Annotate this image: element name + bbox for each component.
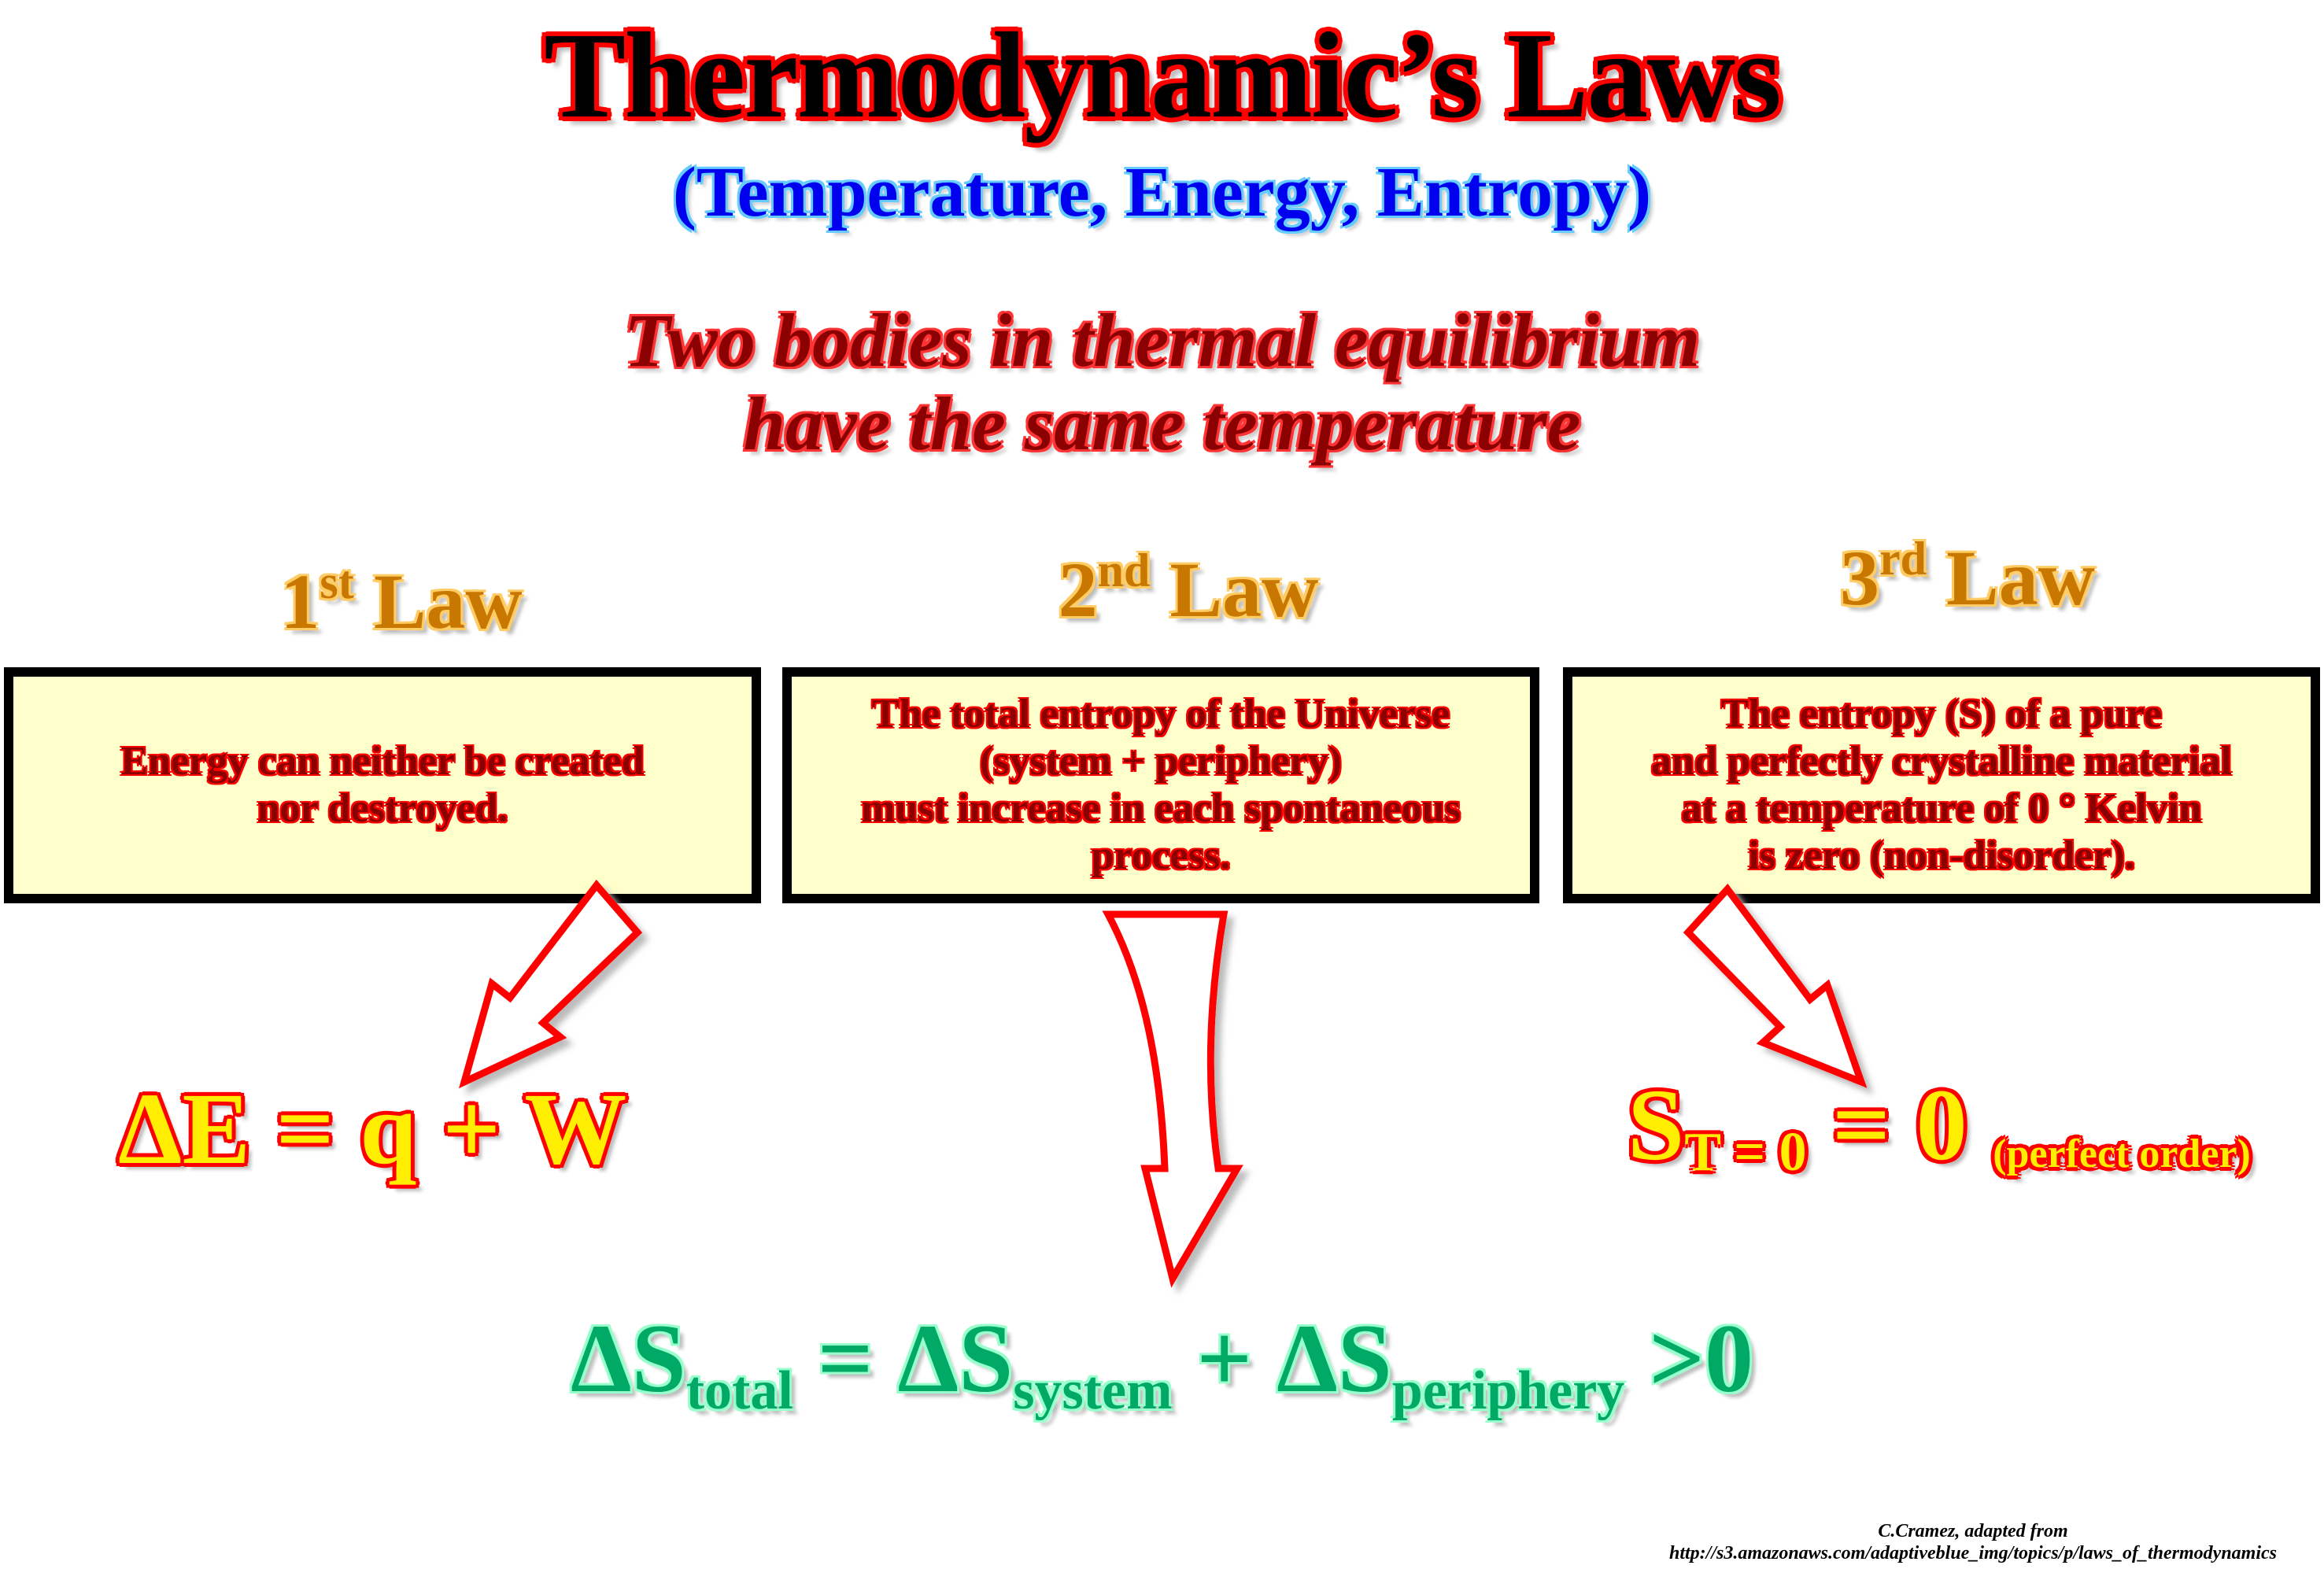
system-subscript: system	[1013, 1360, 1173, 1421]
zeroth-law-line-1: Two bodies in thermal equilibrium	[623, 298, 1701, 382]
periphery-subscript: periphery	[1391, 1360, 1625, 1421]
third-law-formula: ST = 0 = 0 (perfect order)	[1628, 1074, 2251, 1180]
third-law-arrow	[1683, 883, 1868, 1088]
delta-s-total-symbol: ΔS	[571, 1305, 686, 1412]
second-law-text: The total entropy of the Universe (syste…	[861, 692, 1461, 878]
second-law-word: Law	[1169, 546, 1319, 633]
second-law-formula: ΔStotal = ΔSsystem + ΔSperiphery >0	[0, 1310, 2324, 1419]
equals-zero: = 0	[1806, 1069, 1993, 1182]
third-law-heading: 3rd Law	[1771, 535, 2164, 618]
plus-sign: +	[1172, 1305, 1277, 1412]
first-law-number: 1	[280, 558, 320, 645]
third-law-word: Law	[1946, 534, 2095, 622]
first-law-suffix: st	[320, 556, 354, 608]
delta-s-system-symbol: ΔS	[897, 1305, 1014, 1412]
zeroth-law-statement: Two bodies in thermal equilibrium have t…	[0, 299, 2324, 465]
first-law-formula: ΔE = q + W	[118, 1072, 627, 1186]
first-law-heading: 1st Law	[205, 559, 598, 641]
equals-sign: =	[793, 1305, 898, 1412]
entropy-symbol: S	[1628, 1069, 1685, 1182]
second-law-suffix: nd	[1097, 545, 1151, 596]
source-credit: C.Cramez, adapted from http://s3.amazona…	[1669, 1521, 2277, 1564]
perfect-order-note: (perfect order)	[1993, 1131, 2251, 1176]
page-subtitle: (Temperature, Energy, Entropy)	[672, 153, 1652, 231]
total-subscript: total	[685, 1360, 793, 1421]
third-law-suffix: rd	[1879, 533, 1927, 585]
credit-line-2: http://s3.amazonaws.com/adaptiveblue_img…	[1668, 1542, 2277, 1563]
first-law-box: Energy can neither be created nor destro…	[4, 667, 761, 903]
delta-s-periphery-symbol: ΔS	[1277, 1305, 1392, 1412]
first-law-arrow	[459, 879, 643, 1089]
temperature-zero-subscript: T = 0	[1684, 1122, 1807, 1183]
first-law-word: Law	[373, 558, 523, 645]
credit-line-1: C.Cramez, adapted from	[1878, 1521, 2068, 1541]
greater-than-zero: >0	[1624, 1305, 1753, 1412]
first-law-text: Energy can neither be created nor destro…	[120, 739, 645, 831]
page-title: Thermodynamic’s Laws	[544, 7, 1782, 143]
zeroth-law-line-2: have the same temperature	[743, 381, 1581, 466]
second-law-box: The total entropy of the Universe (syste…	[782, 667, 1539, 903]
third-law-text: The entropy (S) of a pure and perfectly …	[1651, 692, 2232, 878]
second-law-heading: 2nd Law	[992, 547, 1385, 629]
third-law-number: 3	[1840, 534, 1880, 622]
third-law-box: The entropy (S) of a pure and perfectly …	[1563, 667, 2320, 903]
second-law-number: 2	[1058, 546, 1098, 633]
second-law-arrow	[1102, 910, 1243, 1288]
